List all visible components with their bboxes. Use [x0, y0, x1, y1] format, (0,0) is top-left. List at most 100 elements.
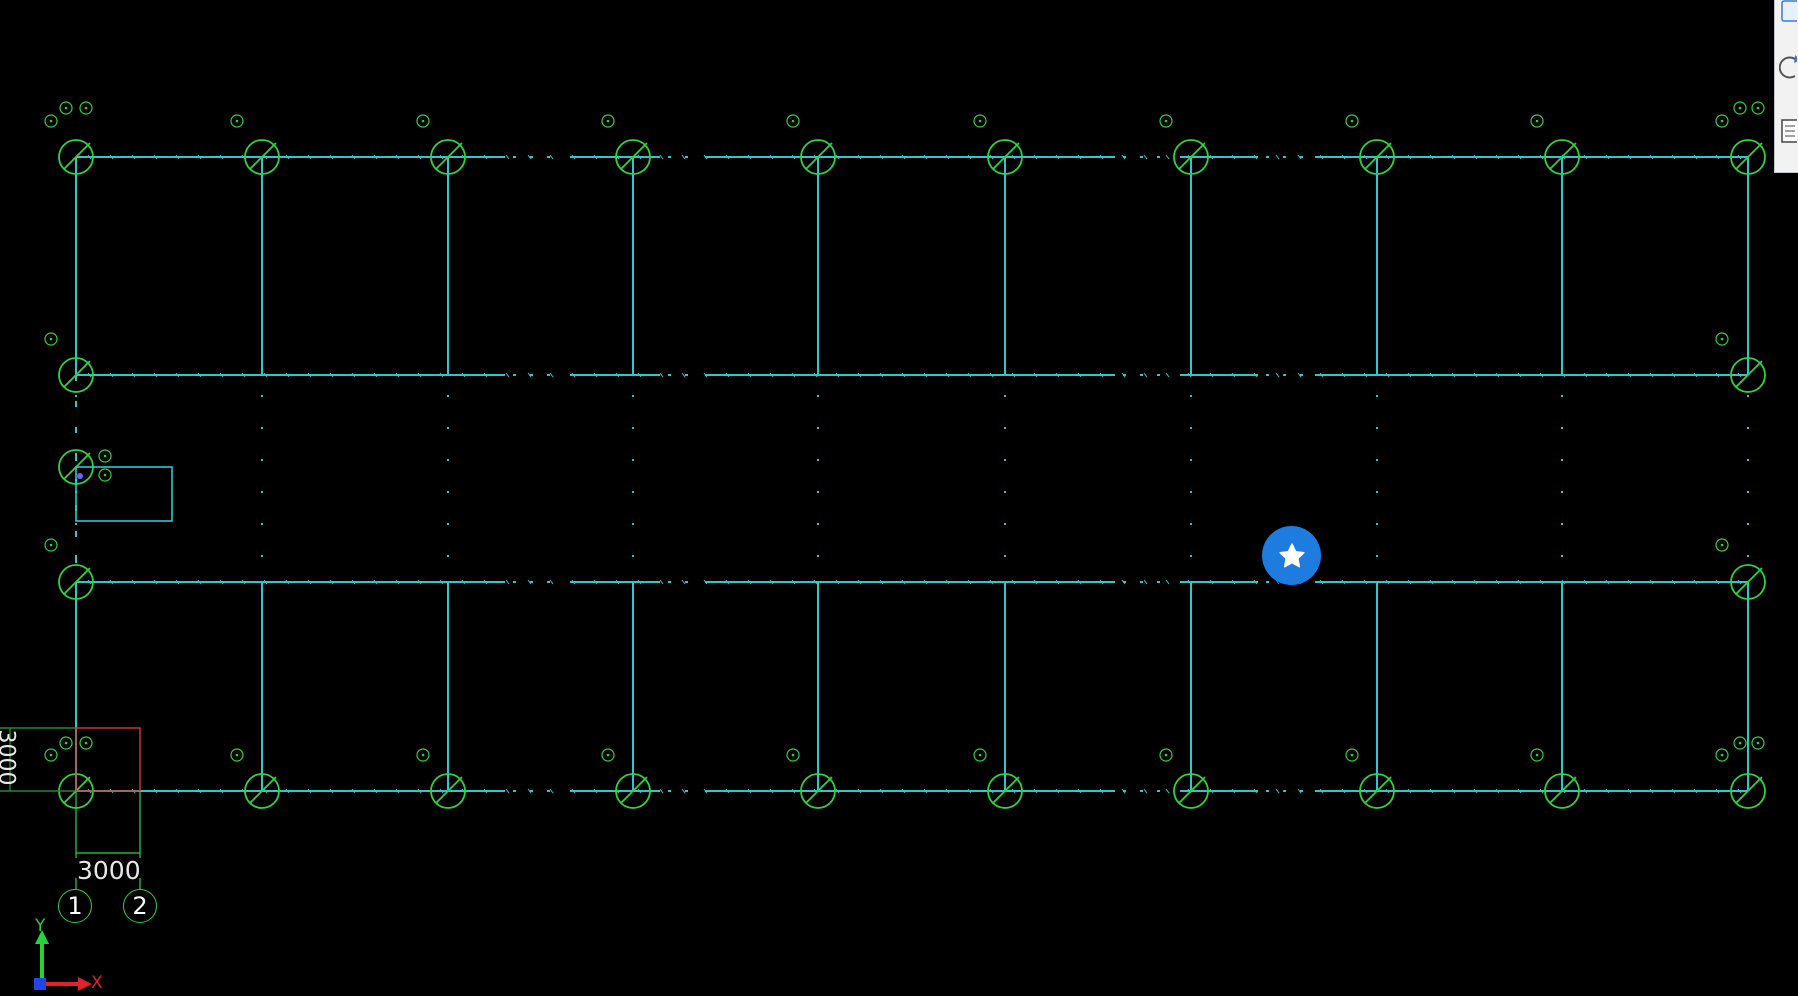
column-tag-dot — [84, 741, 88, 745]
column-symbol — [58, 564, 94, 600]
beam-tick — [549, 579, 554, 585]
beam-tick — [263, 372, 268, 378]
beam-tick — [1099, 372, 1104, 378]
beam-tick — [1715, 154, 1720, 160]
column-diagonal — [1735, 142, 1763, 170]
beam-tick — [307, 372, 312, 378]
beam-tick — [373, 579, 378, 585]
column-diagonal — [805, 776, 833, 804]
beam-tick — [483, 372, 488, 378]
column-tag-dot — [791, 119, 795, 123]
beam-tick — [197, 154, 202, 160]
beam-tick — [395, 372, 400, 378]
column-tag — [44, 538, 58, 552]
column-tag — [973, 748, 987, 762]
beam-tick — [593, 579, 598, 585]
column-symbol — [615, 139, 651, 175]
beam-tick — [197, 788, 202, 794]
beam-tick — [329, 788, 334, 794]
beam-tick — [1209, 372, 1214, 378]
beam-tick — [439, 154, 444, 160]
panel-icon[interactable] — [1779, 0, 1798, 22]
beam-tick — [1495, 154, 1500, 160]
beam-tick — [461, 372, 466, 378]
beam-tick — [527, 372, 532, 378]
beam-tick — [1539, 788, 1544, 794]
beam-tick — [1363, 579, 1368, 585]
column-symbols — [58, 139, 1766, 809]
column-tag-dot — [64, 741, 68, 745]
beam-tick — [1275, 154, 1280, 160]
column-tag — [44, 114, 58, 128]
beam-tick — [1319, 372, 1324, 378]
beam-tick — [747, 372, 752, 378]
beam-tick — [1055, 788, 1060, 794]
beam-tick — [351, 372, 356, 378]
beam-tick — [945, 154, 950, 160]
column-symbol — [430, 773, 466, 809]
beam-tick — [835, 372, 840, 378]
beam-tick — [637, 788, 642, 794]
beam-tick — [1319, 579, 1324, 585]
beam-tick — [329, 154, 334, 160]
beam-tick — [417, 372, 422, 378]
beam-tick — [1539, 579, 1544, 585]
column-tag — [1733, 736, 1747, 750]
beam-tick — [659, 579, 664, 585]
beam-tick — [857, 579, 862, 585]
list-icon[interactable] — [1779, 118, 1798, 143]
ucs-y-label: Y — [35, 916, 46, 936]
beam-tick — [1473, 579, 1478, 585]
ucs-x-label: X — [91, 973, 103, 993]
beam-tick — [945, 579, 950, 585]
column-diagonal — [1735, 567, 1763, 595]
beam-tick — [571, 788, 576, 794]
beam-tick — [1319, 788, 1324, 794]
column-diagonal — [1178, 776, 1206, 804]
beam-tick — [747, 788, 752, 794]
beam-tick — [1737, 579, 1742, 585]
beam-tick — [1495, 372, 1500, 378]
beam-tick — [483, 579, 488, 585]
column-diagonal — [1735, 360, 1763, 388]
beam-tick — [857, 154, 862, 160]
beam-tick — [1627, 579, 1632, 585]
star-icon — [1278, 542, 1305, 567]
beam-tick — [681, 372, 686, 378]
beam-tick — [351, 579, 356, 585]
column-tag — [416, 114, 430, 128]
column-symbol — [244, 139, 280, 175]
column-diagonal — [992, 776, 1020, 804]
beam-tick — [153, 579, 158, 585]
beam-tick — [285, 154, 290, 160]
beam-tick — [1407, 788, 1412, 794]
column-tag-dot — [978, 119, 982, 123]
column-tag — [98, 468, 112, 482]
beam-tick — [175, 579, 180, 585]
beam-tick — [1209, 788, 1214, 794]
beam-tick — [1209, 154, 1214, 160]
beam-tick — [1099, 788, 1104, 794]
beam-tick — [373, 788, 378, 794]
beam-tick — [1429, 154, 1434, 160]
beam-tick — [857, 788, 862, 794]
beam-tick — [87, 579, 92, 585]
beam-tick — [593, 788, 598, 794]
column-tag-dot — [421, 753, 425, 757]
beam-tick — [989, 372, 994, 378]
beam-tick — [153, 788, 158, 794]
rotate-icon[interactable] — [1778, 54, 1798, 79]
selection-box-red — [75, 727, 141, 792]
beam-tick — [1077, 154, 1082, 160]
dimension-text: 3000 — [77, 856, 141, 885]
beam-tick — [373, 372, 378, 378]
column-symbol — [1173, 139, 1209, 175]
favorite-floating-button[interactable] — [1262, 526, 1321, 585]
column-symbol — [1730, 357, 1766, 393]
beam-tick — [1517, 372, 1522, 378]
beam-tick — [1495, 788, 1500, 794]
beam-tick — [505, 788, 510, 794]
beam-tick — [1539, 372, 1544, 378]
beam-tick — [1121, 372, 1126, 378]
